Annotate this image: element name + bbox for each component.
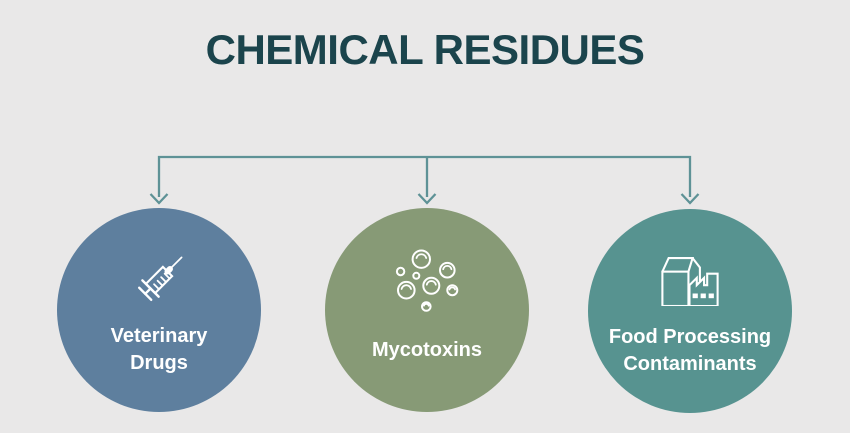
node-food-processing-contaminants: Food Processing Contaminants xyxy=(588,209,792,413)
node-mycotoxins: Mycotoxins xyxy=(325,208,529,412)
arrow-down-icon-right xyxy=(680,193,700,205)
node-label-mycotoxins: Mycotoxins xyxy=(371,338,483,361)
arrow-down-icon-center xyxy=(417,193,437,205)
node-label-food-processing-contaminants: Food Processing Contaminants xyxy=(608,326,772,375)
connector-lines xyxy=(157,155,692,197)
arrow-down-icon-left xyxy=(149,193,169,205)
syringe-icon xyxy=(57,244,261,316)
node-label-veterinary-drugs: Veterinary Drugs xyxy=(110,325,208,374)
milk-carton-factory-icon xyxy=(588,245,792,317)
page-title: CHEMICAL RESIDUES xyxy=(205,26,645,73)
node-veterinary-drugs: Veterinary Drugs xyxy=(57,208,261,412)
bubbles-icon xyxy=(325,244,529,316)
